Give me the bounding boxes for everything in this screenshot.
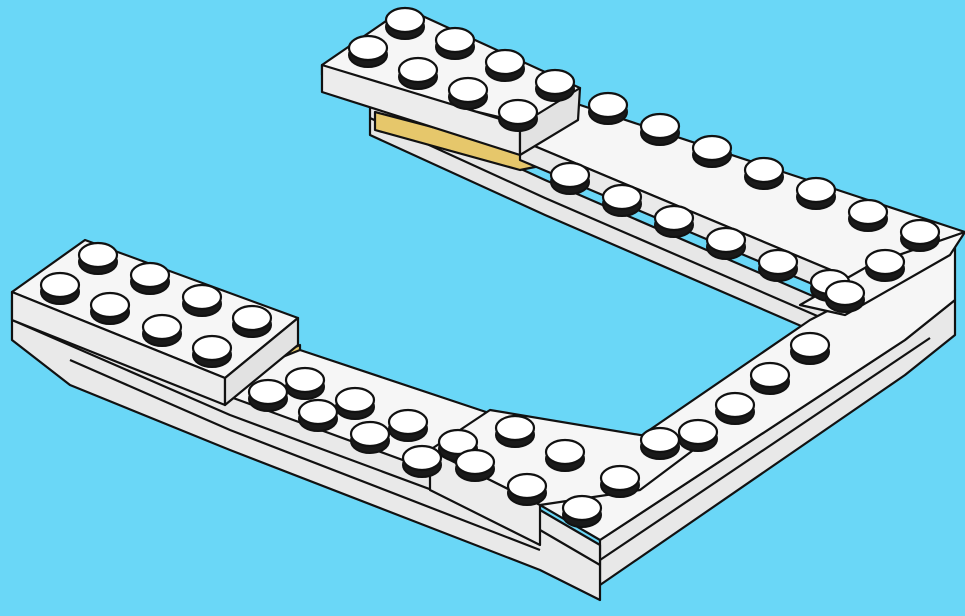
- stud: [143, 315, 181, 346]
- stud: [751, 363, 789, 394]
- stud: [131, 263, 169, 294]
- stud: [901, 220, 939, 251]
- stud: [349, 36, 387, 67]
- stud: [386, 8, 424, 39]
- stud: [91, 293, 129, 324]
- stud: [655, 206, 693, 237]
- stud: [351, 422, 389, 453]
- stud: [551, 163, 589, 194]
- stud: [679, 420, 717, 451]
- stud: [193, 336, 231, 367]
- stud: [546, 440, 584, 471]
- stud: [641, 428, 679, 459]
- stud: [849, 200, 887, 231]
- stud: [866, 250, 904, 281]
- stud: [791, 333, 829, 364]
- stud: [641, 114, 679, 145]
- stud: [79, 243, 117, 274]
- stud: [745, 158, 783, 189]
- stud: [707, 228, 745, 259]
- stud: [563, 496, 601, 527]
- stud: [436, 28, 474, 59]
- stud: [299, 400, 337, 431]
- stud: [496, 416, 534, 447]
- stud: [536, 70, 574, 101]
- stud: [716, 393, 754, 424]
- stud: [336, 388, 374, 419]
- stud: [403, 446, 441, 477]
- stud: [693, 136, 731, 167]
- stud: [603, 185, 641, 216]
- stud: [456, 450, 494, 481]
- stud: [41, 273, 79, 304]
- stud: [449, 78, 487, 109]
- stud: [249, 380, 287, 411]
- stud: [286, 368, 324, 399]
- stud: [589, 93, 627, 124]
- stud: [399, 58, 437, 89]
- stud: [486, 50, 524, 81]
- stud: [389, 410, 427, 441]
- stud: [233, 306, 271, 337]
- stud: [797, 178, 835, 209]
- stud: [183, 285, 221, 316]
- stud: [499, 100, 537, 131]
- stud: [826, 281, 864, 312]
- stud: [601, 466, 639, 497]
- stud: [508, 474, 546, 505]
- stud: [759, 250, 797, 281]
